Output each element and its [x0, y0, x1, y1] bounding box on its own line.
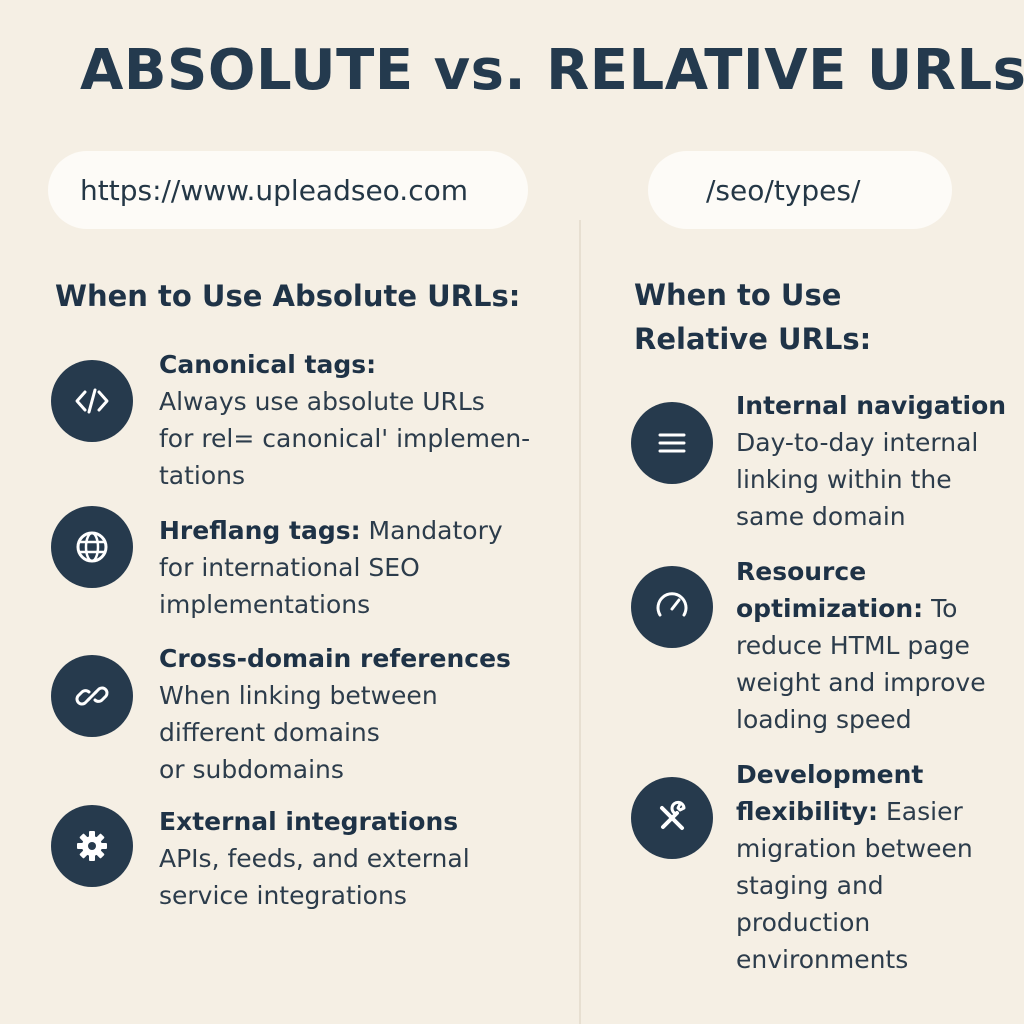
item-desc-first: To: [923, 594, 958, 623]
page-title: ABSOLUTE vs. RELATIVE URLs: [80, 38, 1024, 103]
item-desc-line: service integrations: [159, 881, 407, 910]
item-desc-line: staging and: [736, 871, 884, 900]
item-desc-line: APIs, feeds, and external: [159, 844, 470, 873]
item-label: External integrations: [159, 807, 459, 836]
item-label: Cross-domain references: [159, 644, 511, 673]
item-desc-line: or subdomains: [159, 755, 344, 784]
item-desc-line: production: [736, 908, 871, 937]
code-icon: [51, 360, 133, 442]
item-label: Canonical tags:: [159, 350, 377, 379]
item-desc-line: for international SEO: [159, 553, 420, 582]
item-desc-line: weight and improve: [736, 668, 986, 697]
item-label: Internal navigation: [736, 391, 1007, 420]
relative-heading-line-2: Relative URLs:: [634, 322, 872, 356]
item-label: optimization:: [736, 594, 924, 623]
item-desc-line: linking within the: [736, 465, 952, 494]
link-icon: [51, 655, 133, 737]
item-desc-line: different domains: [159, 718, 380, 747]
item-desc-line: tations: [159, 461, 246, 490]
item-label: Development: [736, 760, 924, 789]
gear-icon: [51, 805, 133, 887]
item-desc-line: loading speed: [736, 705, 912, 734]
globe-icon: [51, 506, 133, 588]
item-desc-line: Always use absolute URLs: [159, 387, 485, 416]
item-desc-line: environments: [736, 945, 909, 974]
relative-url-example: /seo/types/: [648, 151, 952, 229]
speedometer-icon: [631, 566, 713, 648]
relative-heading: When to Use Relative URLs:: [634, 273, 1014, 361]
column-divider: [579, 220, 581, 1024]
item-label: Hreflang tags:: [159, 516, 361, 545]
relative-heading-line-1: When to Use: [634, 278, 842, 312]
item-label: Resource: [736, 557, 867, 586]
menu-lines-icon: [631, 402, 713, 484]
absolute-url-example: https://www.upleadseo.com: [48, 151, 528, 229]
item-desc-line: for rel= canonical' implemen-: [159, 424, 531, 453]
item-desc-line: same domain: [736, 502, 906, 531]
item-desc-line: migration between: [736, 834, 973, 863]
item-desc-line: Day-to-day internal: [736, 428, 979, 457]
item-desc-first: Easier: [878, 797, 963, 826]
absolute-heading: When to Use Absolute URLs:: [55, 279, 521, 313]
item-desc-line: implementations: [159, 590, 371, 619]
item-desc-first: Mandatory: [360, 516, 503, 545]
item-label: flexibility:: [736, 797, 879, 826]
tools-icon: [631, 777, 713, 859]
item-desc-line: reduce HTML page: [736, 631, 970, 660]
item-desc-line: When linking between: [159, 681, 438, 710]
